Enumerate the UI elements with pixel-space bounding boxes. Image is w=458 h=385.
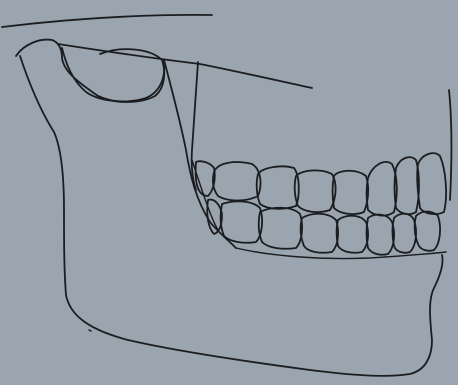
lower-molar-2 [221,201,262,242]
upper-central-incisor [417,153,446,214]
upper-molar-1 [257,166,299,208]
zygomatic-arch-line [58,44,312,88]
lower-lateral-incisor [393,214,417,253]
upper-lateral-incisor [395,157,420,214]
facial-profile-line [449,90,451,200]
upper-premolar-2 [295,170,336,212]
lower-premolar-1 [337,216,369,253]
cranial-base-line [2,15,212,27]
upper-canine [367,162,397,216]
small-mark [89,330,91,331]
sigmoid-notch [62,48,164,101]
upper-teeth [196,153,446,215]
ramus-inner-line [164,60,236,248]
lower-canine [367,215,395,255]
lower-molar-1 [259,208,302,249]
lower-teeth [207,200,440,255]
upper-molar-2 [213,162,261,200]
lower-central-incisor [415,212,440,251]
lower-premolar-2 [301,214,338,253]
mandible-outline [16,40,443,376]
upper-premolar-1 [333,171,369,214]
